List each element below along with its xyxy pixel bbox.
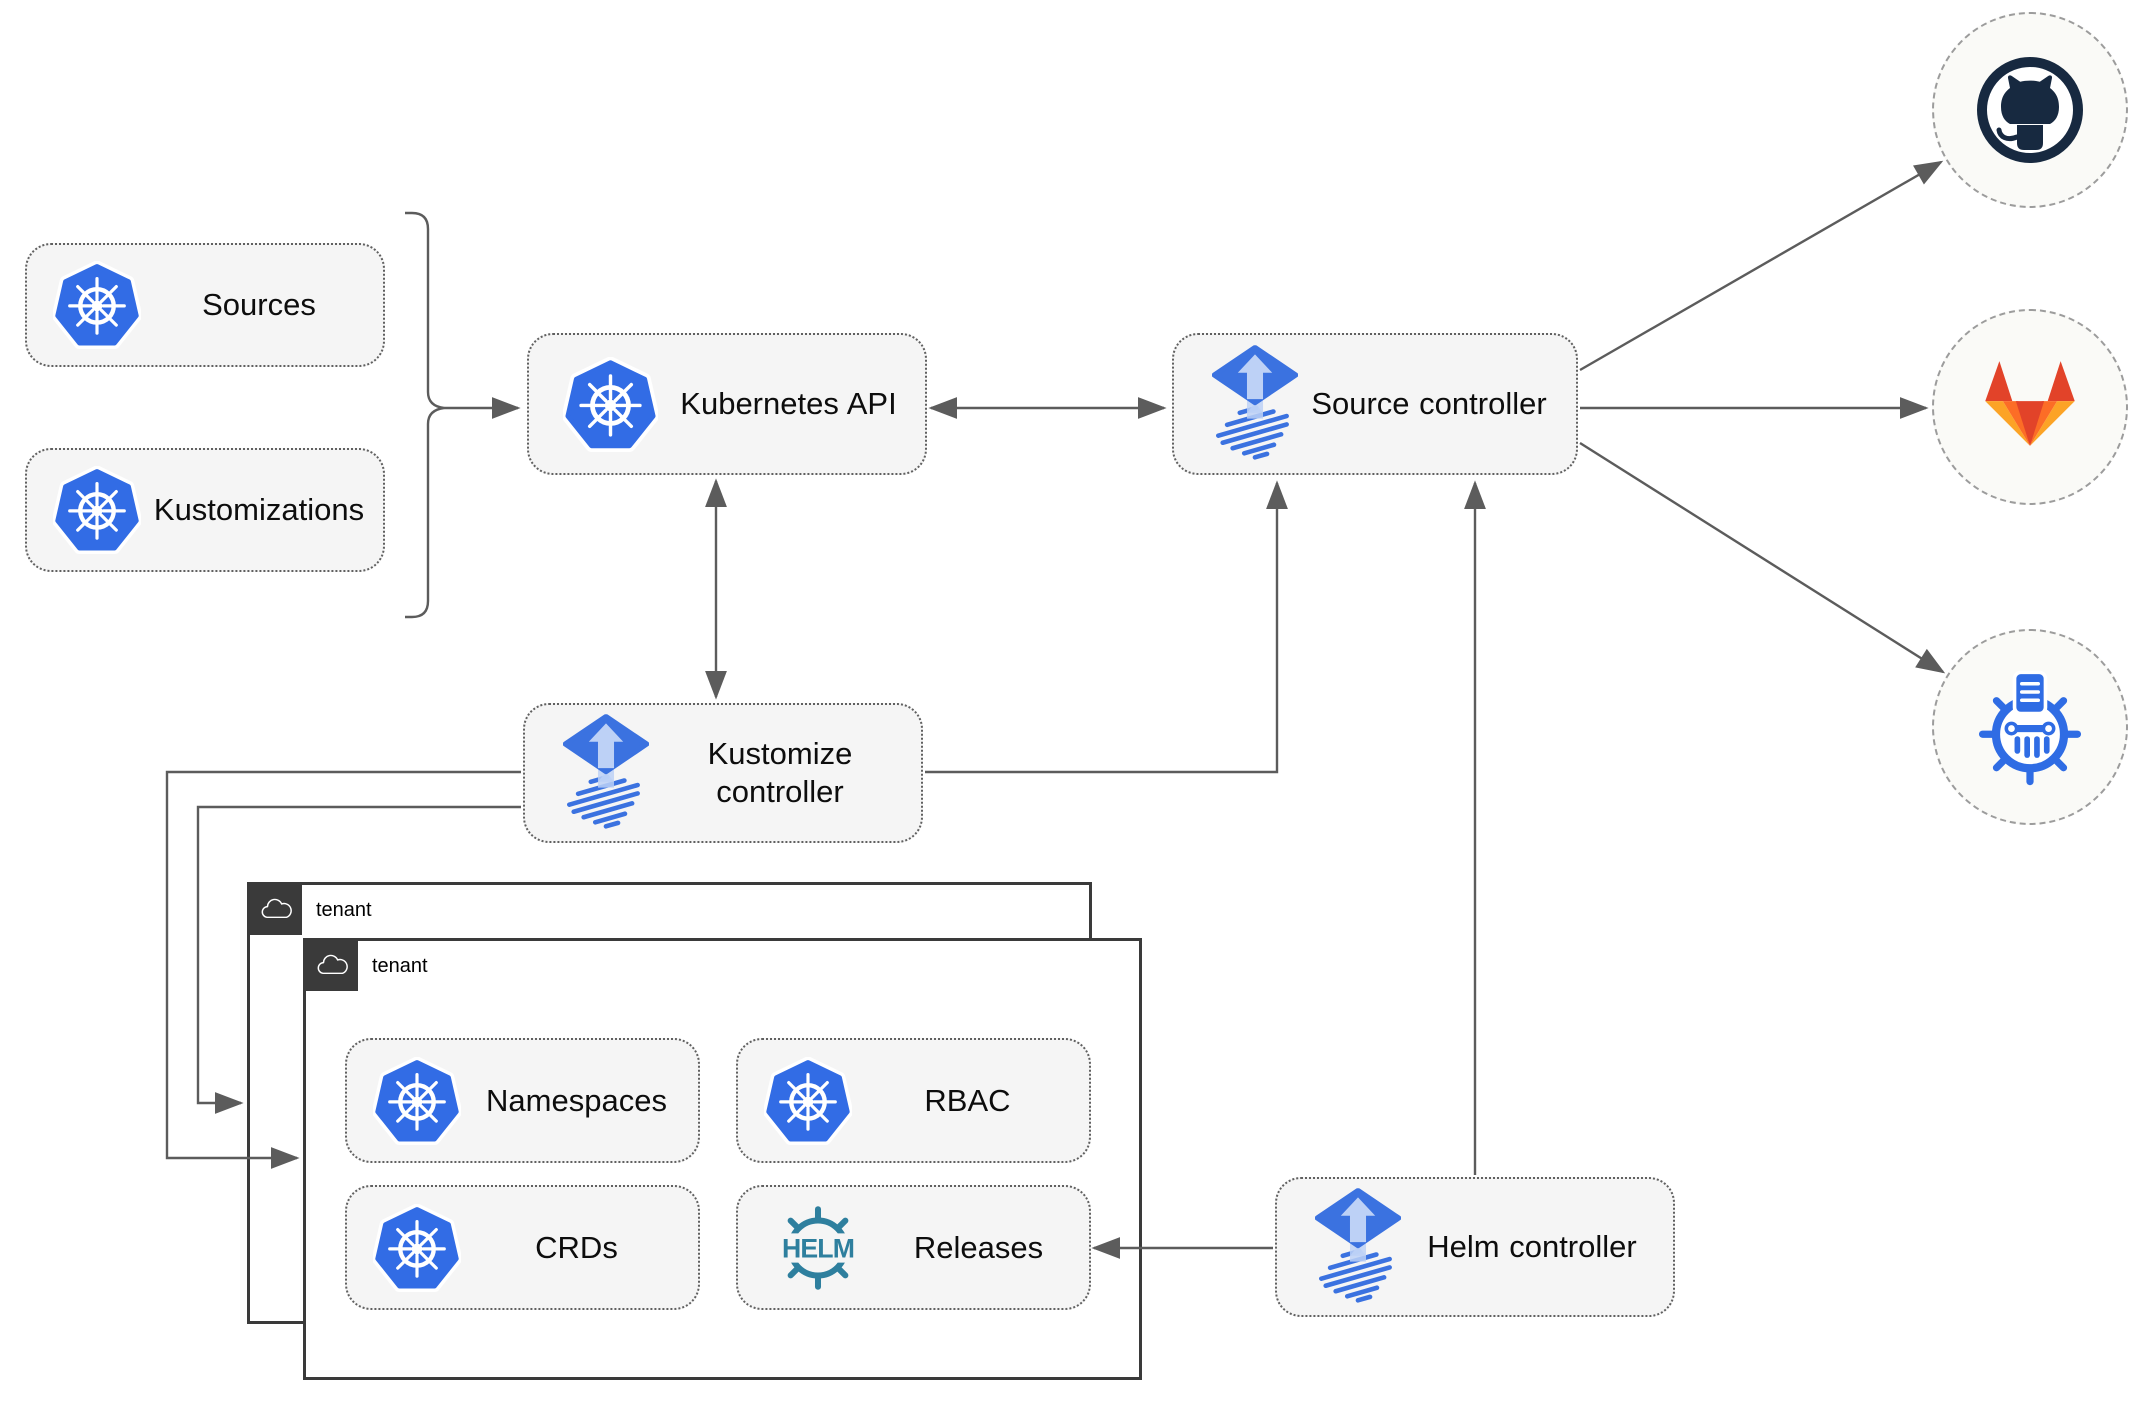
crds-label: CRDs	[535, 1229, 618, 1265]
helm-controller-label: Helm controller	[1427, 1229, 1637, 1265]
cloud-icon	[315, 954, 349, 979]
kubernetes-api-label: Kubernetes API	[680, 386, 897, 422]
kubernetes-icon	[53, 261, 141, 349]
kubernetes-api-node: Kubernetes API	[527, 333, 927, 475]
cloud-icon	[259, 898, 293, 923]
rbac-label: RBAC	[924, 1082, 1011, 1118]
kubernetes-icon	[563, 357, 658, 452]
edge-source-controller-helm-repository	[1579, 441, 1946, 674]
helm-icon-text: HELM	[782, 1233, 854, 1263]
kubernetes-icon	[373, 1057, 461, 1145]
flux-icon	[563, 714, 649, 832]
sources-label: Sources	[202, 287, 316, 323]
crds-node: CRDs	[345, 1185, 700, 1310]
kustomizations-node: Kustomizations	[25, 448, 385, 572]
chart-repository-icon	[1963, 660, 2097, 794]
rbac-node: RBAC	[736, 1038, 1091, 1163]
releases-node: HELM Releases	[736, 1185, 1091, 1310]
sources-node: Sources	[25, 243, 385, 367]
namespaces-label: Namespaces	[486, 1082, 667, 1118]
gitlab-icon	[1971, 354, 2089, 460]
kubernetes-icon	[53, 466, 141, 554]
releases-label: Releases	[913, 1229, 1044, 1265]
tenant-inner-label: tenant	[372, 955, 428, 977]
kustomize-controller-label: Kustomize controller	[707, 736, 853, 809]
bracket-shape	[405, 211, 445, 619]
kubernetes-icon	[764, 1057, 852, 1145]
kubernetes-icon	[373, 1204, 461, 1292]
kustomizations-label: Kustomizations	[153, 492, 365, 528]
flux-icon	[1212, 345, 1298, 463]
flux-icon	[1315, 1188, 1401, 1306]
helm-controller-node: Helm controller	[1275, 1177, 1675, 1317]
source-controller-node: Source controller	[1172, 333, 1578, 475]
helm-icon: HELM	[762, 1205, 874, 1291]
tenant-inner-header	[306, 941, 358, 991]
helm-repository-endpoint	[1932, 629, 2128, 825]
namespaces-node: Namespaces	[345, 1038, 700, 1163]
tenant-outer-header	[250, 885, 302, 935]
edge-source-controller-github	[1579, 160, 1944, 372]
source-controller-label: Source controller	[1311, 386, 1547, 422]
gitlab-endpoint	[1932, 309, 2128, 505]
tenant-outer-label: tenant	[316, 899, 372, 921]
github-endpoint	[1932, 12, 2128, 208]
tenant-group-inner: tenant Namespaces RBAC CRDs HELM Release…	[303, 938, 1142, 1380]
kustomize-controller-node: Kustomize controller	[523, 703, 923, 843]
edge-kustomize-controller-source-controller	[925, 480, 1288, 774]
github-icon	[1965, 45, 2095, 175]
